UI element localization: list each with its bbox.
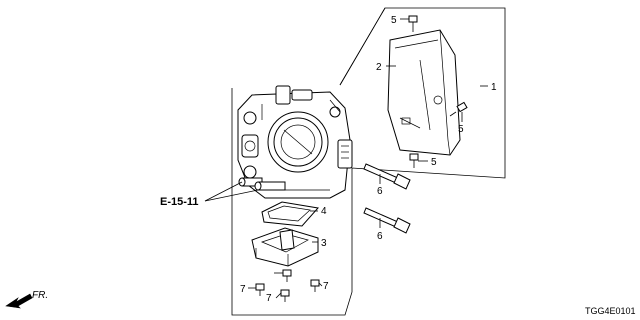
front-arrow-icon — [5, 293, 33, 309]
callout-6a: 6 — [377, 186, 383, 197]
diagram-code: TGG4E0101 — [585, 306, 636, 316]
front-indicator-label: FR. — [32, 290, 48, 301]
long-bolt-6b — [363, 207, 411, 234]
bolt-7a — [255, 283, 265, 296]
callout-3: 3 — [321, 238, 327, 249]
bolt-7c — [280, 289, 290, 302]
reference-leader-lower — [204, 189, 259, 202]
bolt-7d — [310, 279, 320, 292]
screw-5c — [409, 153, 419, 168]
callout-4: 4 — [321, 206, 327, 217]
callout-5a: 5 — [391, 15, 397, 26]
gasket — [261, 201, 319, 227]
reference-leader-upper — [204, 181, 243, 202]
callout-5c: 5 — [431, 157, 437, 168]
callout-6b: 6 — [377, 231, 383, 242]
callout-1: 1 — [491, 82, 497, 93]
callout-2: 2 — [376, 62, 382, 73]
chamber-housing — [251, 227, 319, 267]
reference-label: E-15-11 — [160, 196, 199, 208]
callout-7b: 7 — [266, 293, 272, 304]
screw-5a — [408, 15, 418, 32]
assembly-boundary — [231, 7, 506, 316]
cover-boundary-left — [339, 7, 386, 86]
throttle-body — [237, 85, 353, 199]
long-bolt-6a — [363, 163, 411, 190]
throttle-cover — [387, 29, 461, 156]
callout-7c: 7 — [323, 281, 329, 292]
screw-5b — [449, 101, 468, 117]
callout-5b: 5 — [458, 124, 464, 135]
bolt-7b — [282, 269, 292, 282]
callout-7a: 7 — [240, 284, 246, 295]
